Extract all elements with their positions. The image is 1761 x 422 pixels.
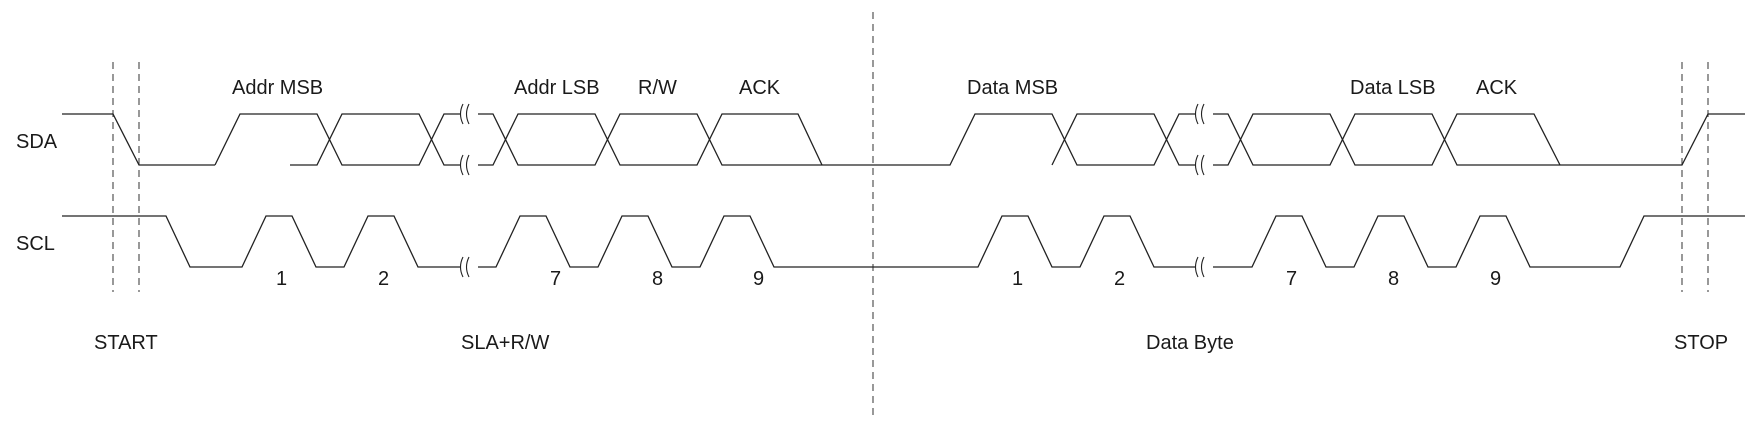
sda-data-after-break-2 — [1213, 113, 1561, 166]
sda-data-bits-bottom — [1051, 113, 1195, 166]
sda-waveform — [62, 103, 1745, 176]
sda-addr-after-break — [478, 113, 900, 166]
sda-addr-after-break-2 — [478, 113, 823, 166]
data-byte-caption: Data Byte — [1146, 332, 1234, 354]
addr-msb-label: Addr MSB — [232, 77, 323, 99]
sda-addr-bits-top — [214, 113, 460, 166]
data-msb-label: Data MSB — [967, 77, 1058, 99]
addr-bit-9: 9 — [753, 268, 764, 290]
data-bit-1: 1 — [1012, 268, 1023, 290]
scl-address-clock — [62, 215, 460, 268]
sda-start-fall — [62, 113, 215, 166]
data-bit-9: 9 — [1490, 268, 1501, 290]
scl-data-clock-2 — [1213, 215, 1745, 268]
scl-break-marks — [459, 256, 1205, 278]
scl-label: SCL — [16, 233, 55, 255]
addr-bit-7: 7 — [550, 268, 561, 290]
guide-lines — [112, 12, 1709, 415]
data-ack-label: ACK — [1476, 77, 1518, 99]
addr-lsb-label: Addr LSB — [514, 77, 600, 99]
sda-break-marks — [459, 103, 1205, 176]
data-bit-7: 7 — [1286, 268, 1297, 290]
sda-addr-bits-bottom — [290, 113, 460, 166]
scl-data-clock — [900, 215, 1195, 268]
sda-label: SDA — [16, 131, 58, 153]
start-label: START — [94, 332, 158, 354]
stop-label: STOP — [1674, 332, 1728, 354]
data-lsb-label: Data LSB — [1350, 77, 1436, 99]
addr-ack-label: ACK — [739, 77, 781, 99]
rw-label: R/W — [638, 77, 677, 99]
scl-address-clock-2 — [478, 215, 900, 268]
sda-data-after-break — [1213, 113, 1745, 166]
addr-bit-2: 2 — [378, 268, 389, 290]
data-bit-8: 8 — [1388, 268, 1399, 290]
sla-rw-caption: SLA+R/W — [461, 332, 549, 354]
scl-waveform — [62, 215, 1745, 278]
sda-data-bits-top — [900, 113, 1195, 166]
data-bit-2: 2 — [1114, 268, 1125, 290]
addr-bit-8: 8 — [652, 268, 663, 290]
addr-bit-1: 1 — [276, 268, 287, 290]
